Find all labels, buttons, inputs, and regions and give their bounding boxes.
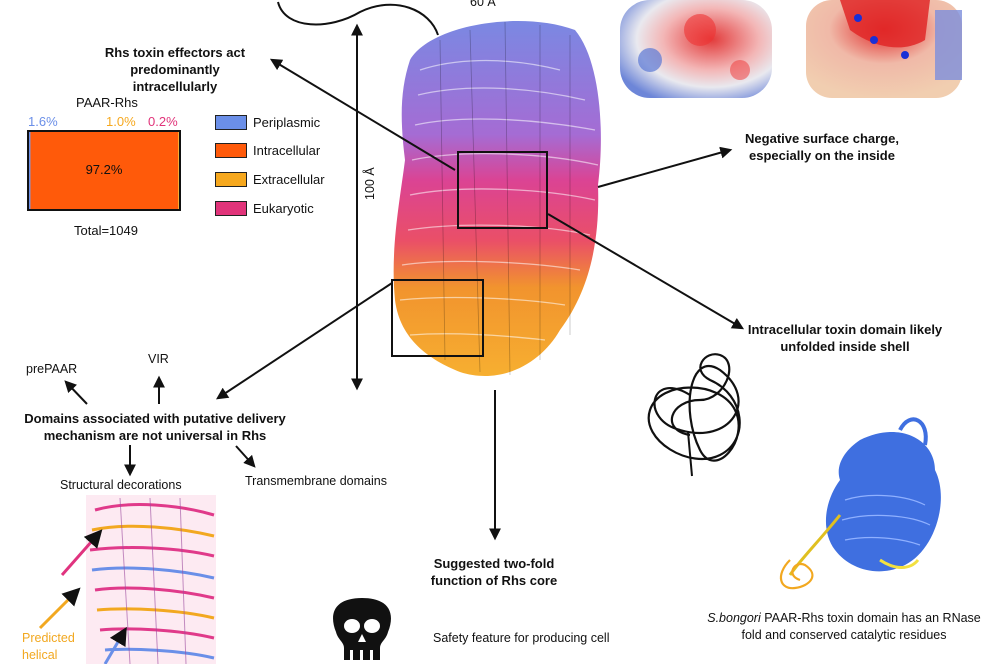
- surface-charge-image-inside: [806, 0, 962, 98]
- chart-title: PAAR-Rhs: [76, 95, 138, 110]
- structural-decorations-label: Structural decorations: [60, 478, 182, 492]
- legend-swatch-periplasmic: [215, 115, 247, 130]
- scale-width-label: 60 Å: [470, 0, 496, 9]
- rnase-domain-structure: [779, 417, 941, 590]
- arrow-to-delivery-domains: [215, 282, 393, 400]
- species-name: S.bongori: [707, 611, 761, 625]
- legend-label-intracellular: Intracellular: [253, 143, 321, 158]
- pink-decoration-arrow: [60, 529, 103, 576]
- label-extracellular-pct: 1.0%: [106, 114, 136, 129]
- delivery-domains-text: Domains associated with putative deliver…: [24, 411, 286, 443]
- unfolded-chain-tail: [687, 431, 693, 477]
- negative-charge-text: Negative surface charge, especially on t…: [745, 131, 899, 163]
- bar-segment-extracellular: [178, 131, 180, 210]
- paar-rhs-bar-chart: [27, 130, 181, 211]
- arrow-to-prepaar: [64, 380, 88, 405]
- bar-segment-periplasmic: [28, 131, 31, 210]
- arrow-to-unfolded-domain: [547, 213, 745, 330]
- scale-height-label: 100 Å: [363, 167, 377, 200]
- bar-segment-intracellular: [30, 131, 179, 210]
- predicted-helical-label: Predicted helical: [22, 631, 75, 662]
- transmembrane-label: Transmembrane domains: [245, 474, 387, 488]
- arrow-to-transmembrane: [235, 445, 256, 468]
- bar-border: [27, 130, 181, 211]
- label-periplasmic-pct: 1.6%: [28, 114, 58, 129]
- structural-decorations-image: [86, 495, 216, 664]
- legend-label-extracellular: Extracellular: [253, 172, 325, 187]
- arrow-to-negative-charge: [597, 146, 733, 188]
- legend-swatch-eukaryotic: [215, 201, 247, 216]
- surface-charge-image-outside: [620, 0, 772, 98]
- legend-swatch-extracellular: [215, 172, 247, 187]
- inside-zoom-box: [457, 151, 548, 229]
- rhs-core-structure: [393, 21, 601, 376]
- two-fold-function-text: Suggested two-fold function of Rhs core: [430, 556, 558, 588]
- rnase-fold-text: S.bongori PAAR-Rhs toxin domain has an R…: [706, 610, 982, 644]
- loop-line: [277, 1, 439, 36]
- unfolded-domain-text: Intracellular toxin domain likely unfold…: [747, 322, 943, 354]
- skull-icon: [333, 598, 391, 660]
- arrow-to-intracellular-text: [269, 58, 456, 171]
- rnase-fold-description: PAAR-Rhs toxin domain has an RNase fold …: [741, 611, 981, 642]
- unfolded-chain-icon: [647, 353, 741, 462]
- blue-decoration-arrow: [103, 626, 127, 664]
- yellow-decoration-arrow: [38, 587, 81, 630]
- delivery-zoom-box: [391, 279, 484, 357]
- legend-label-eukaryotic: Eukaryotic: [253, 201, 314, 216]
- chart-total: Total=1049: [74, 223, 138, 238]
- label-intracellular-pct: 97.2%: [85, 162, 123, 177]
- legend-swatch-intracellular: [215, 143, 247, 158]
- vir-label: VIR: [148, 352, 169, 366]
- intracellular-effectors-text: Rhs toxin effectors act predominantly in…: [104, 45, 246, 94]
- legend-label-periplasmic: Periplasmic: [253, 115, 321, 130]
- safety-feature-text: Safety feature for producing cell: [433, 631, 610, 645]
- label-eukaryotic-pct: 0.2%: [148, 114, 178, 129]
- prepaar-label: prePAAR: [26, 362, 78, 376]
